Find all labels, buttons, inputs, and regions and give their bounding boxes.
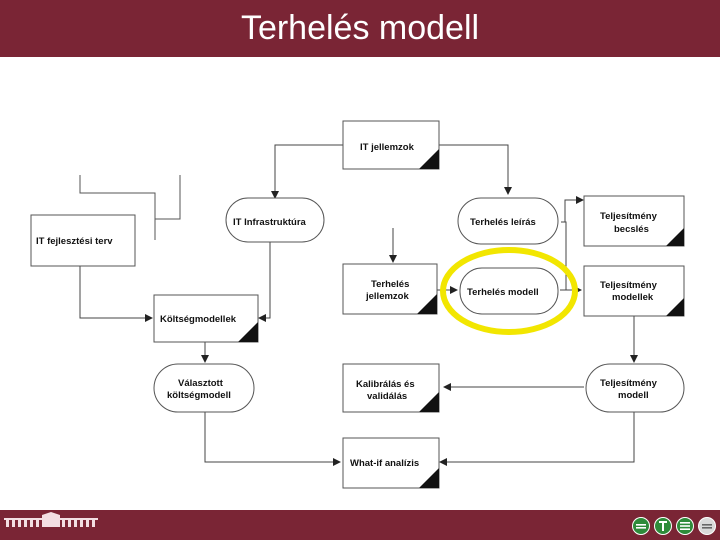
node-label: Teljesítmény: [600, 211, 658, 222]
node-teljesitmeny-becsles: Teljesítmény becslés: [583, 195, 685, 247]
node-valasztott-koltsegmodell: Választott költségmodell: [153, 363, 255, 413]
node-label: IT jellemzok: [360, 142, 415, 153]
node-label: validálás: [367, 391, 407, 402]
node-label: modellek: [612, 292, 654, 303]
highlight-ellipse: [440, 247, 578, 335]
connector-modell-leiras: [561, 221, 567, 290]
connector-leiras-becsles: [561, 196, 584, 223]
plan-document-stack: [79, 175, 181, 240]
connector-itjellemzok-itinfra: [271, 144, 343, 199]
footer-bar: [0, 510, 720, 540]
node-terheles-modell: Terhelés modell: [459, 267, 559, 315]
node-label: Teljesítmény: [600, 280, 658, 291]
connector-teljmodell-whatif: [439, 412, 635, 466]
node-label: IT fejlesztési terv: [36, 236, 113, 247]
node-terheles-leiras: Terhelés leírás: [457, 197, 559, 245]
node-label: jellemzok: [365, 291, 409, 302]
node-label: Teljesítmény: [600, 378, 658, 389]
node-label: Költségmodellek: [160, 314, 237, 325]
node-koltsegmodellek: Költségmodellek: [153, 294, 259, 343]
page-title: Terhelés modell: [240, 9, 480, 47]
node-it-infrastruktura: IT Infrastruktúra: [225, 197, 325, 243]
node-terheles-jellemzok: Terhelés jellemzok: [342, 263, 438, 315]
home-icon[interactable]: [654, 517, 672, 535]
university-building-logo-icon: [4, 512, 98, 527]
node-label: What-if analízis: [350, 458, 419, 469]
footer-nav-icons: [632, 517, 716, 535]
node-teljesitmeny-modell: Teljesítmény modell: [585, 363, 685, 413]
node-label: becslés: [614, 224, 649, 235]
connector-valasztott-whatif: [204, 412, 341, 466]
node-label: költségmodell: [167, 390, 231, 401]
node-label: Terhelés: [371, 279, 409, 290]
title-bar: Terhelés modell: [0, 0, 720, 57]
list-icon[interactable]: [676, 517, 694, 535]
node-label: Választott: [178, 378, 224, 389]
connector-itjellemzok-terhelesleiras: [410, 144, 512, 195]
connector-itinfra-koltseg: [258, 242, 271, 322]
node-kalibralas-validalas: Kalibrálás és validálás: [342, 363, 440, 413]
node-teljesitmeny-modellek: Teljesítmény modellek: [583, 265, 685, 317]
node-label: modell: [618, 390, 649, 401]
node-label: Terhelés modell: [467, 287, 539, 298]
node-label: Terhelés leírás: [470, 217, 536, 228]
node-it-fejlesztesi-terv: IT fejlesztési terv: [30, 214, 136, 267]
forward-icon[interactable]: [698, 517, 716, 535]
node-what-if-analizis: What-if analízis: [342, 437, 440, 489]
node-it-jellemzok: IT jellemzok: [342, 120, 440, 170]
back-icon[interactable]: [632, 517, 650, 535]
node-label: Kalibrálás és: [356, 379, 415, 390]
connector-fejlesztesi-koltseg: [79, 266, 153, 322]
node-label: IT Infrastruktúra: [233, 217, 307, 228]
